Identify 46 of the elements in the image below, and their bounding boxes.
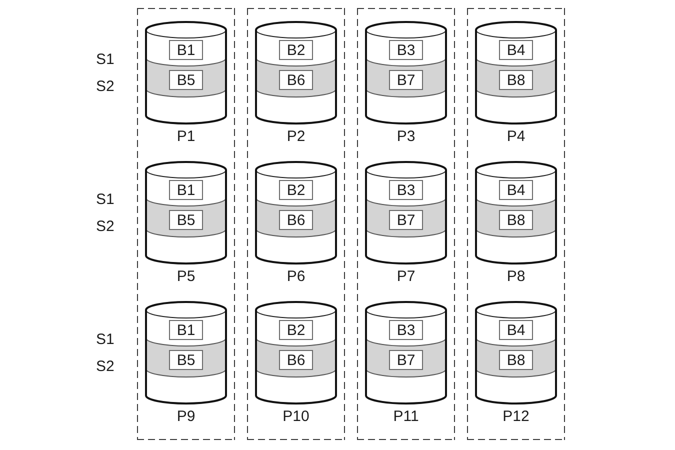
block-tag: B6 bbox=[279, 210, 313, 230]
disk-caption: P6 bbox=[286, 268, 306, 286]
block-tag: B1 bbox=[169, 320, 203, 340]
block-tag: B3 bbox=[389, 40, 423, 60]
block-tag: B5 bbox=[169, 210, 203, 230]
block-tag: B8 bbox=[499, 350, 533, 370]
block-tag: B5 bbox=[169, 70, 203, 90]
block-tag: B8 bbox=[499, 70, 533, 90]
disk-caption: P12 bbox=[502, 408, 530, 426]
block-tag: B6 bbox=[279, 350, 313, 370]
disk-caption: P7 bbox=[396, 268, 416, 286]
block-tag: B4 bbox=[499, 40, 533, 60]
block-tag: B7 bbox=[389, 350, 423, 370]
disk-caption: P5 bbox=[176, 268, 196, 286]
block-tag: B1 bbox=[169, 40, 203, 60]
dashed-group-frame bbox=[357, 8, 455, 440]
stripe-label: S2 bbox=[96, 78, 114, 96]
block-tag: B4 bbox=[499, 180, 533, 200]
disk-caption: P3 bbox=[396, 128, 416, 146]
block-tag: B5 bbox=[169, 350, 203, 370]
dashed-group-frame bbox=[467, 8, 565, 440]
stripe-label: S2 bbox=[96, 358, 114, 376]
stripe-label: S1 bbox=[96, 51, 114, 69]
block-tag: B4 bbox=[499, 320, 533, 340]
block-tag: B7 bbox=[389, 210, 423, 230]
block-tag: B7 bbox=[389, 70, 423, 90]
block-tag: B2 bbox=[279, 320, 313, 340]
block-tag: B2 bbox=[279, 40, 313, 60]
disk-caption: P8 bbox=[506, 268, 526, 286]
block-tag: B8 bbox=[499, 210, 533, 230]
disk-caption: P11 bbox=[393, 408, 419, 426]
block-tag: B1 bbox=[169, 180, 203, 200]
stripe-label: S1 bbox=[96, 331, 114, 349]
disk-caption: P4 bbox=[506, 128, 526, 146]
dashed-group-frame bbox=[247, 8, 345, 440]
dashed-group-frame bbox=[137, 8, 235, 440]
disk-caption: P10 bbox=[282, 408, 310, 426]
block-tag: B3 bbox=[389, 320, 423, 340]
stripe-label: S1 bbox=[96, 191, 114, 209]
stripe-label: S2 bbox=[96, 218, 114, 236]
block-tag: B3 bbox=[389, 180, 423, 200]
block-tag: B2 bbox=[279, 180, 313, 200]
disk-caption: P1 bbox=[176, 128, 196, 146]
disk-caption: P2 bbox=[286, 128, 306, 146]
disk-caption: P9 bbox=[176, 408, 196, 426]
block-tag: B6 bbox=[279, 70, 313, 90]
